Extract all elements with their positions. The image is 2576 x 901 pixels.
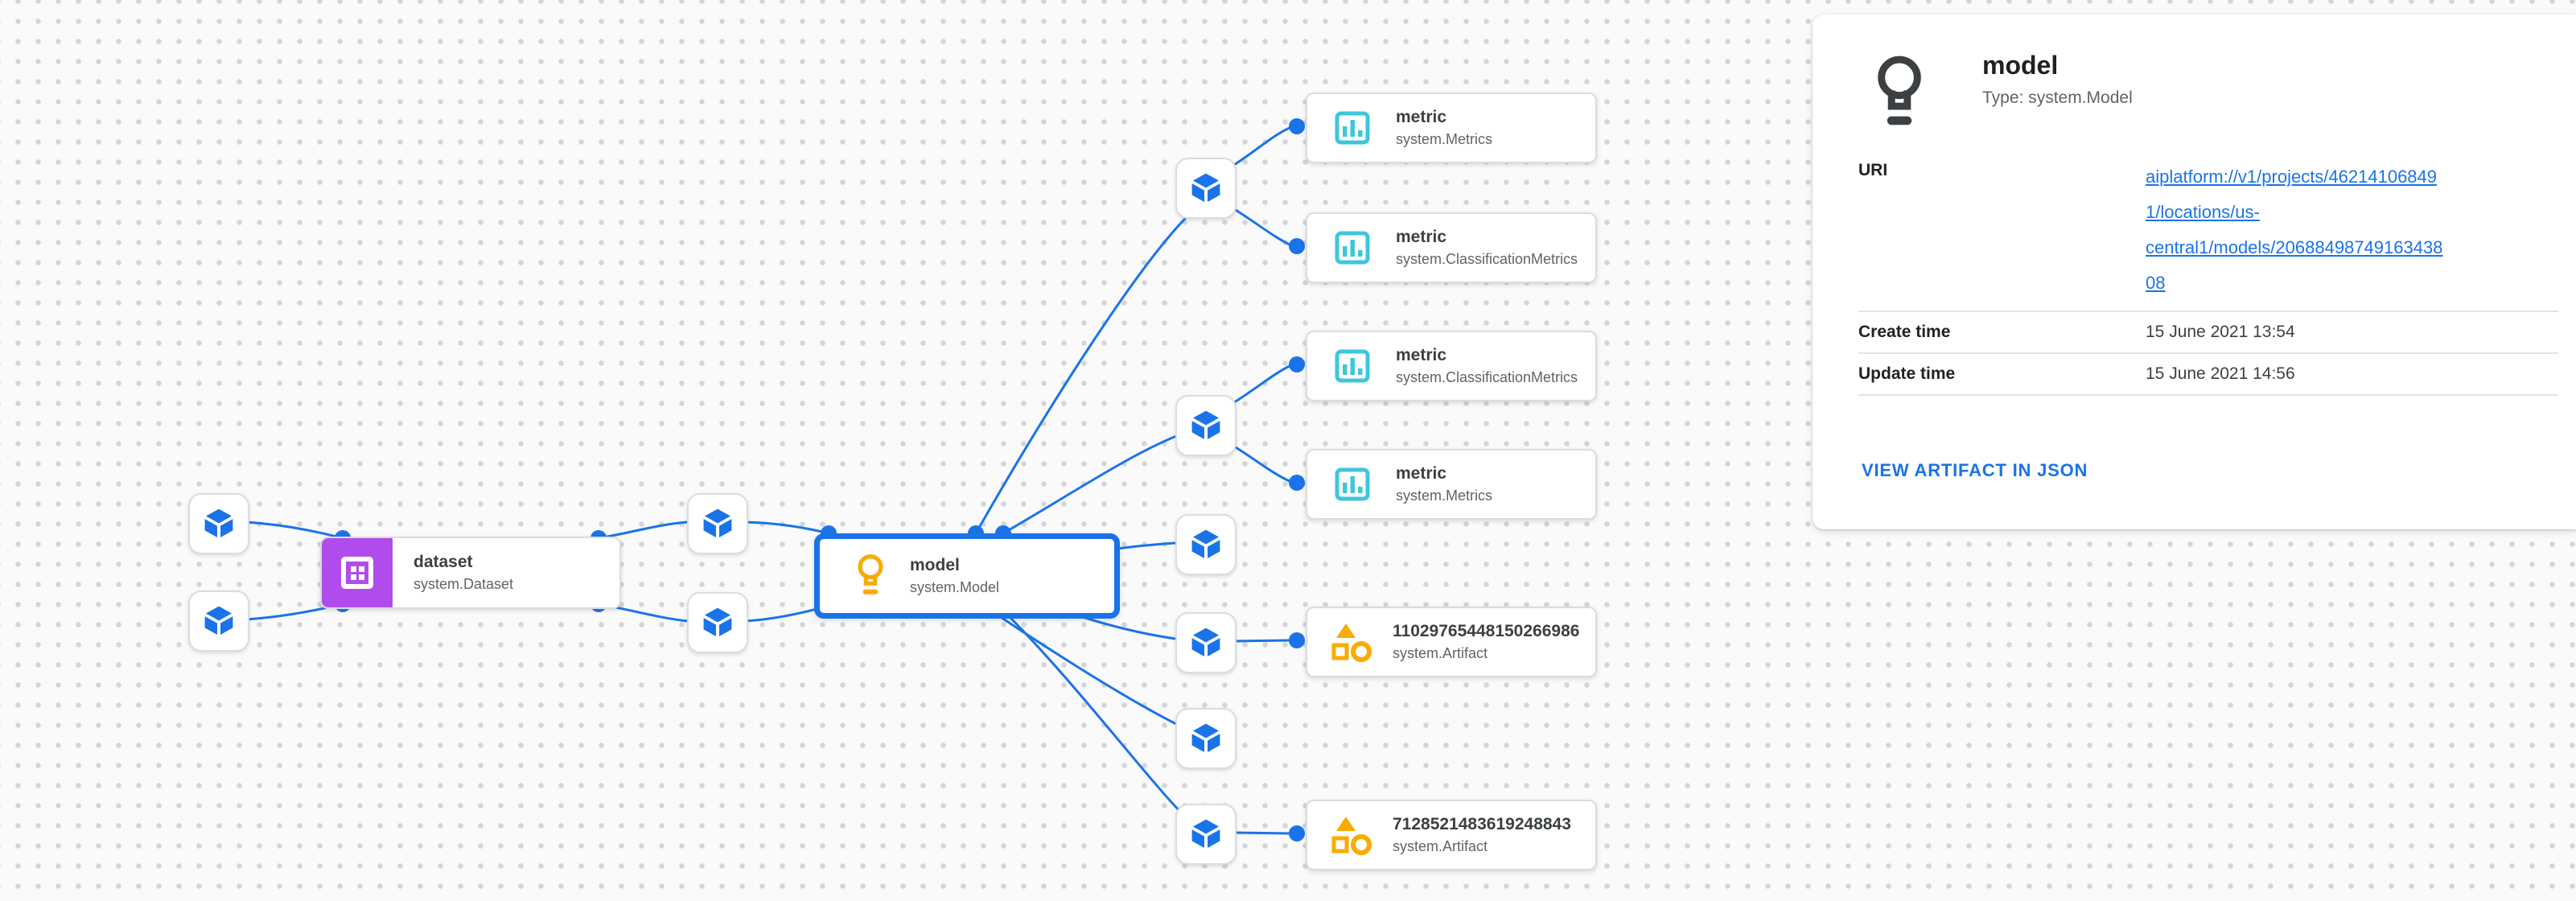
create-time-label: Create time	[1858, 323, 1951, 341]
edge-lines	[245, 125, 1293, 835]
model-node[interactable]: model system.Model	[814, 533, 1120, 619]
execution-node[interactable]	[1175, 612, 1237, 673]
cube-icon	[204, 606, 233, 635]
dataset-color-block	[322, 538, 393, 607]
bar-chart-icon	[1335, 467, 1370, 501]
lightbulb-icon	[1878, 56, 1921, 125]
cube-icon	[204, 508, 233, 537]
uri-link-line[interactable]: central1/models/20688498749163438	[2146, 237, 2443, 257]
panel-title: model	[1982, 51, 2059, 80]
artifact-node[interactable]: 11029765448150266986 system.Artifact	[1306, 607, 1597, 677]
execution-node[interactable]	[1175, 804, 1237, 865]
lightbulb-icon	[858, 554, 883, 594]
node-subtitle: system.Artifact	[1393, 838, 1488, 855]
cube-icon	[1191, 723, 1220, 752]
node-title: metric	[1396, 228, 1447, 247]
panel-artifact-type: Type: system.Model	[1982, 88, 2133, 108]
uri-value: aiplatform://v1/projects/46214106849 1/l…	[2146, 159, 2442, 301]
execution-node[interactable]	[1175, 395, 1237, 456]
uri-link-line[interactable]: 08	[2146, 273, 2166, 293]
panel-header: model Type: system.Model	[1858, 50, 2558, 134]
metric-node[interactable]: metric system.ClassificationMetrics	[1306, 212, 1597, 283]
execution-node[interactable]	[188, 493, 249, 554]
uri-label: URI	[1858, 161, 1888, 179]
node-subtitle: system.Dataset	[414, 576, 514, 593]
uri-link-line[interactable]: 1/locations/us-	[2146, 202, 2260, 222]
update-time-value: 15 June 2021 14:56	[2146, 364, 2295, 383]
cube-icon	[1191, 529, 1220, 558]
update-time-label: Update time	[1858, 364, 1956, 383]
cube-icon	[1191, 819, 1220, 848]
shapes-icon	[1331, 623, 1372, 662]
node-title: model	[910, 556, 960, 575]
node-subtitle: system.Metrics	[1396, 131, 1493, 148]
execution-node[interactable]	[1175, 514, 1237, 575]
dataset-node[interactable]: dataset system.Dataset	[320, 537, 621, 609]
bar-chart-icon	[1335, 111, 1370, 145]
node-title: 7128521483619248843	[1393, 815, 1571, 834]
cube-icon	[1191, 173, 1220, 202]
node-title: 11029765448150266986	[1393, 622, 1580, 641]
uri-link-line[interactable]: aiplatform://v1/projects/46214106849	[2146, 167, 2438, 187]
cube-icon	[1191, 410, 1220, 439]
shapes-icon	[1331, 817, 1372, 855]
node-subtitle: system.Artifact	[1393, 645, 1488, 662]
cube-icon	[1191, 627, 1220, 656]
node-title: metric	[1396, 464, 1447, 483]
execution-node[interactable]	[687, 592, 748, 653]
details-panel: model Type: system.Model URI aiplatform:…	[1813, 14, 2576, 529]
node-title: metric	[1396, 108, 1447, 127]
detail-row-update-time: Update time 15 June 2021 14:56	[1858, 354, 2558, 396]
metric-node[interactable]: metric system.Metrics	[1306, 449, 1597, 520]
dataset-grid-icon	[341, 557, 373, 589]
metric-node[interactable]: metric system.Metrics	[1306, 93, 1597, 163]
execution-node[interactable]	[687, 493, 748, 554]
execution-node[interactable]	[1175, 708, 1237, 769]
execution-node[interactable]	[188, 590, 249, 652]
metric-node[interactable]: metric system.ClassificationMetrics	[1306, 331, 1597, 401]
view-artifact-in-json-link[interactable]: VIEW ARTIFACT IN JSON	[1862, 460, 2088, 480]
create-time-value: 15 June 2021 13:54	[2146, 323, 2295, 341]
node-subtitle: system.ClassificationMetrics	[1396, 369, 1578, 386]
node-title: dataset	[414, 553, 473, 572]
node-subtitle: system.ClassificationMetrics	[1396, 251, 1578, 268]
connection-dots	[335, 118, 1305, 841]
execution-node[interactable]	[1175, 158, 1237, 219]
detail-rows: URI aiplatform://v1/projects/46214106849…	[1858, 154, 2558, 396]
node-subtitle: system.Metrics	[1396, 488, 1493, 504]
node-subtitle: system.Model	[910, 579, 1000, 596]
cube-icon	[703, 607, 732, 636]
bar-chart-icon	[1335, 349, 1370, 383]
bar-chart-icon	[1335, 231, 1370, 265]
artifact-node[interactable]: 7128521483619248843 system.Artifact	[1306, 800, 1597, 870]
detail-row-create-time: Create time 15 June 2021 13:54	[1858, 312, 2558, 354]
detail-row-uri: URI aiplatform://v1/projects/46214106849…	[1858, 154, 2558, 312]
cube-icon	[703, 508, 732, 537]
node-title: metric	[1396, 346, 1447, 365]
